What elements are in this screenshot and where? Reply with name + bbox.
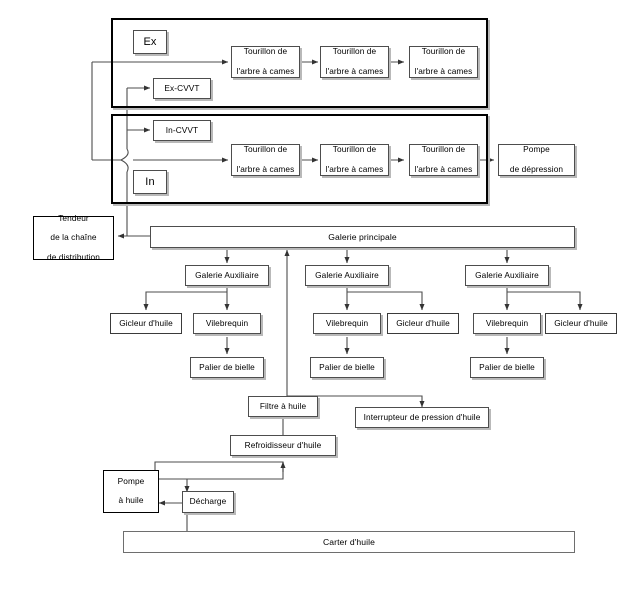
node-oil-pressure-switch[interactable]: Interrupteur de pression d'huile (355, 407, 489, 428)
group-exhaust-cam (111, 18, 488, 108)
node-vacuum-pump-label: Pompe de dépression (506, 145, 567, 174)
line2: de la chaîne (50, 232, 97, 243)
node-oil-jet-3-label: Gicleur d'huile (554, 317, 608, 328)
node-relief-valve[interactable]: Décharge (182, 491, 234, 513)
node-auxiliary-gallery-1-label: Galerie Auxiliaire (195, 269, 259, 280)
node-oil-cooler[interactable]: Refroidisseur d'huile (230, 435, 336, 456)
node-oil-jet-3[interactable]: Gicleur d'huile (545, 313, 617, 334)
line2: l'arbre à cames (236, 65, 295, 76)
line1: Tourillon de (332, 144, 377, 155)
line2: l'arbre à cames (236, 163, 295, 174)
node-timing-chain-tensioner-label: Tendeur de la chaîne de distribution (43, 212, 104, 263)
node-in-camshaft-journal-1-label: Tourillon de l'arbre à cames (233, 145, 299, 174)
node-oil-pressure-switch-label: Interrupteur de pression d'huile (363, 411, 481, 422)
node-oil-cooler-label: Refroidisseur d'huile (244, 439, 322, 450)
line1: Tourillon de (243, 46, 288, 57)
tag-intake-label: In (145, 175, 155, 188)
line2: l'arbre à cames (325, 163, 384, 174)
node-oil-filter[interactable]: Filtre à huile (248, 396, 318, 417)
line2: de dépression (509, 163, 564, 174)
node-connecting-rod-bearing-2[interactable]: Palier de bielle (310, 357, 384, 378)
node-auxiliary-gallery-3[interactable]: Galerie Auxiliaire (465, 265, 549, 286)
node-vacuum-pump[interactable]: Pompe de dépression (498, 144, 575, 176)
line2: l'arbre à cames (414, 65, 473, 76)
line3: de distribution (47, 251, 100, 262)
node-ex-camshaft-journal-3-label: Tourillon de l'arbre à cames (411, 47, 477, 76)
node-in-camshaft-journal-1[interactable]: Tourillon de l'arbre à cames (231, 144, 300, 176)
line1: Pompe (117, 475, 145, 486)
node-crankshaft-1[interactable]: Vilebrequin (193, 313, 261, 334)
line2: à huile (118, 495, 144, 506)
line2: l'arbre à cames (325, 65, 384, 76)
node-auxiliary-gallery-2[interactable]: Galerie Auxiliaire (305, 265, 389, 286)
node-ex-camshaft-journal-2-label: Tourillon de l'arbre à cames (322, 47, 388, 76)
node-ex-cvvt-label: Ex-CVVT (164, 82, 200, 93)
line1: Tourillon de (421, 46, 466, 57)
node-connecting-rod-bearing-3[interactable]: Palier de bielle (470, 357, 544, 378)
line1: Tourillon de (243, 144, 288, 155)
node-timing-chain-tensioner[interactable]: Tendeur de la chaîne de distribution (33, 212, 114, 263)
node-connecting-rod-bearing-1-label: Palier de bielle (199, 361, 255, 372)
line1: Tourillon de (332, 46, 377, 57)
node-in-cvvt-label: In-CVVT (165, 124, 199, 135)
node-auxiliary-gallery-3-label: Galerie Auxiliaire (475, 269, 539, 280)
node-main-gallery-label: Galerie principale (328, 231, 397, 242)
node-oil-jet-1-label: Gicleur d'huile (119, 317, 173, 328)
node-oil-jet-2[interactable]: Gicleur d'huile (387, 313, 459, 334)
tag-intake: In (133, 170, 167, 194)
node-crankshaft-1-label: Vilebrequin (205, 317, 249, 328)
node-oil-pan-label: Carter d'huile (322, 536, 376, 547)
node-in-camshaft-journal-3[interactable]: Tourillon de l'arbre à cames (409, 144, 478, 176)
line1: Tourillon de (421, 144, 466, 155)
node-crankshaft-3[interactable]: Vilebrequin (473, 313, 541, 334)
node-crankshaft-3-label: Vilebrequin (485, 317, 529, 328)
node-connecting-rod-bearing-3-label: Palier de bielle (479, 361, 535, 372)
node-auxiliary-gallery-2-label: Galerie Auxiliaire (315, 269, 379, 280)
line1: Tendeur (58, 212, 89, 223)
group-intake-cam (111, 114, 488, 204)
node-ex-camshaft-journal-2[interactable]: Tourillon de l'arbre à cames (320, 46, 389, 78)
node-oil-pump[interactable]: Pompe à huile (103, 470, 159, 513)
node-connecting-rod-bearing-1[interactable]: Palier de bielle (190, 357, 264, 378)
node-ex-camshaft-journal-3[interactable]: Tourillon de l'arbre à cames (409, 46, 478, 78)
tag-exhaust: Ex (133, 30, 167, 54)
node-crankshaft-2[interactable]: Vilebrequin (313, 313, 381, 334)
node-oil-pump-label: Pompe à huile (114, 475, 149, 506)
node-in-camshaft-journal-3-label: Tourillon de l'arbre à cames (411, 145, 477, 174)
line2: l'arbre à cames (414, 163, 473, 174)
node-crankshaft-2-label: Vilebrequin (325, 317, 369, 328)
node-in-camshaft-journal-2[interactable]: Tourillon de l'arbre à cames (320, 144, 389, 176)
node-ex-camshaft-journal-1[interactable]: Tourillon de l'arbre à cames (231, 46, 300, 78)
node-oil-pan[interactable]: Carter d'huile (123, 531, 575, 553)
tag-exhaust-label: Ex (143, 35, 157, 48)
node-ex-camshaft-journal-1-label: Tourillon de l'arbre à cames (233, 47, 299, 76)
line1: Pompe (523, 144, 550, 155)
node-in-camshaft-journal-2-label: Tourillon de l'arbre à cames (322, 145, 388, 174)
node-relief-valve-label: Décharge (189, 496, 227, 507)
node-ex-cvvt[interactable]: Ex-CVVT (153, 78, 211, 99)
node-connecting-rod-bearing-2-label: Palier de bielle (319, 361, 375, 372)
node-oil-filter-label: Filtre à huile (259, 400, 307, 411)
node-oil-jet-2-label: Gicleur d'huile (396, 317, 450, 328)
node-auxiliary-gallery-1[interactable]: Galerie Auxiliaire (185, 265, 269, 286)
node-oil-jet-1[interactable]: Gicleur d'huile (110, 313, 182, 334)
node-main-gallery[interactable]: Galerie principale (150, 226, 575, 248)
node-in-cvvt[interactable]: In-CVVT (153, 120, 211, 141)
